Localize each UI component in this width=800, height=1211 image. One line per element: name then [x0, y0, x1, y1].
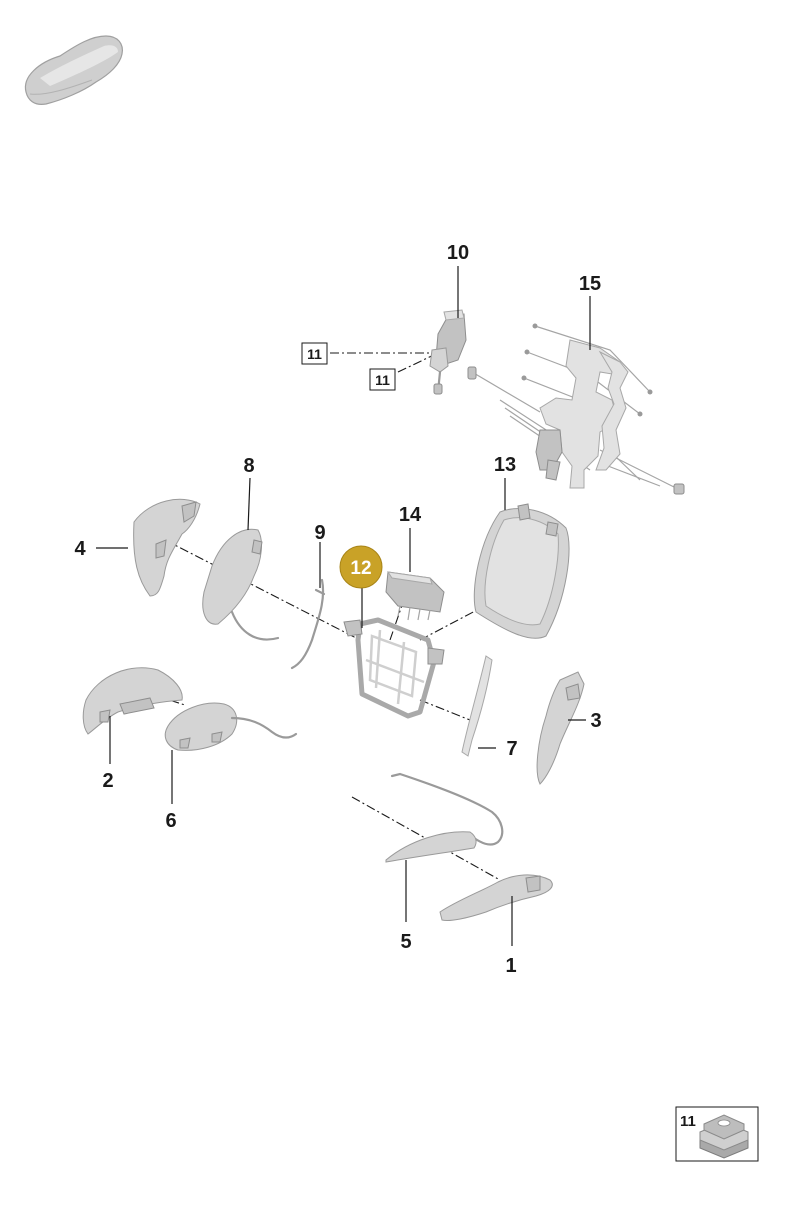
part-9-cable[interactable]	[290, 578, 326, 670]
callout-3[interactable]: 3	[590, 710, 601, 732]
callout-15[interactable]: 15	[579, 273, 601, 295]
callout-11-lower-label: 11	[375, 372, 390, 388]
callout-14[interactable]: 14	[399, 504, 422, 526]
part-13-backrest-panel[interactable]	[473, 503, 570, 639]
grommet-icon	[699, 1114, 749, 1159]
callout-13[interactable]: 13	[494, 454, 516, 476]
part-1-trim[interactable]	[439, 874, 553, 921]
callout-11-box-lower[interactable]: 11	[369, 368, 396, 391]
assembly-lines	[137, 351, 516, 881]
part-2-side-cover[interactable]	[82, 667, 183, 735]
part-7-trim-strip[interactable]	[461, 655, 493, 757]
callout-12-label: 12	[350, 558, 371, 579]
part-6-cover[interactable]	[164, 702, 298, 751]
callout-11-upper-label: 11	[307, 346, 322, 362]
part-5-cushion[interactable]	[385, 772, 504, 863]
callout-9[interactable]: 9	[314, 522, 325, 544]
part-10-motor[interactable]	[429, 309, 467, 395]
part-3-side-trim[interactable]	[536, 671, 585, 785]
legend-11-label: 11	[680, 1113, 696, 1130]
legend-part-11[interactable]: 11	[675, 1106, 759, 1162]
part-14-control-unit[interactable]	[385, 571, 445, 621]
part-12-seat-frame[interactable]	[343, 617, 445, 719]
callout-8[interactable]: 8	[243, 455, 254, 477]
callout-5[interactable]: 5	[400, 931, 411, 953]
callout-6[interactable]: 6	[165, 810, 176, 832]
leader-lines	[96, 266, 591, 946]
callout-1[interactable]: 1	[505, 955, 516, 977]
part-8-cover[interactable]	[202, 528, 280, 641]
callout-10[interactable]: 10	[447, 242, 469, 264]
callout-4[interactable]: 4	[74, 538, 86, 560]
callout-2[interactable]: 2	[102, 770, 113, 792]
callout-11-box-upper[interactable]: 11	[301, 342, 328, 365]
part-15-wiring-harness[interactable]	[467, 323, 685, 495]
highlight-callout-12[interactable]	[339, 545, 383, 589]
callout-7[interactable]: 7	[506, 738, 517, 760]
part-4-side-cover[interactable]	[133, 498, 201, 597]
car-silhouette-icon[interactable]	[24, 35, 123, 105]
